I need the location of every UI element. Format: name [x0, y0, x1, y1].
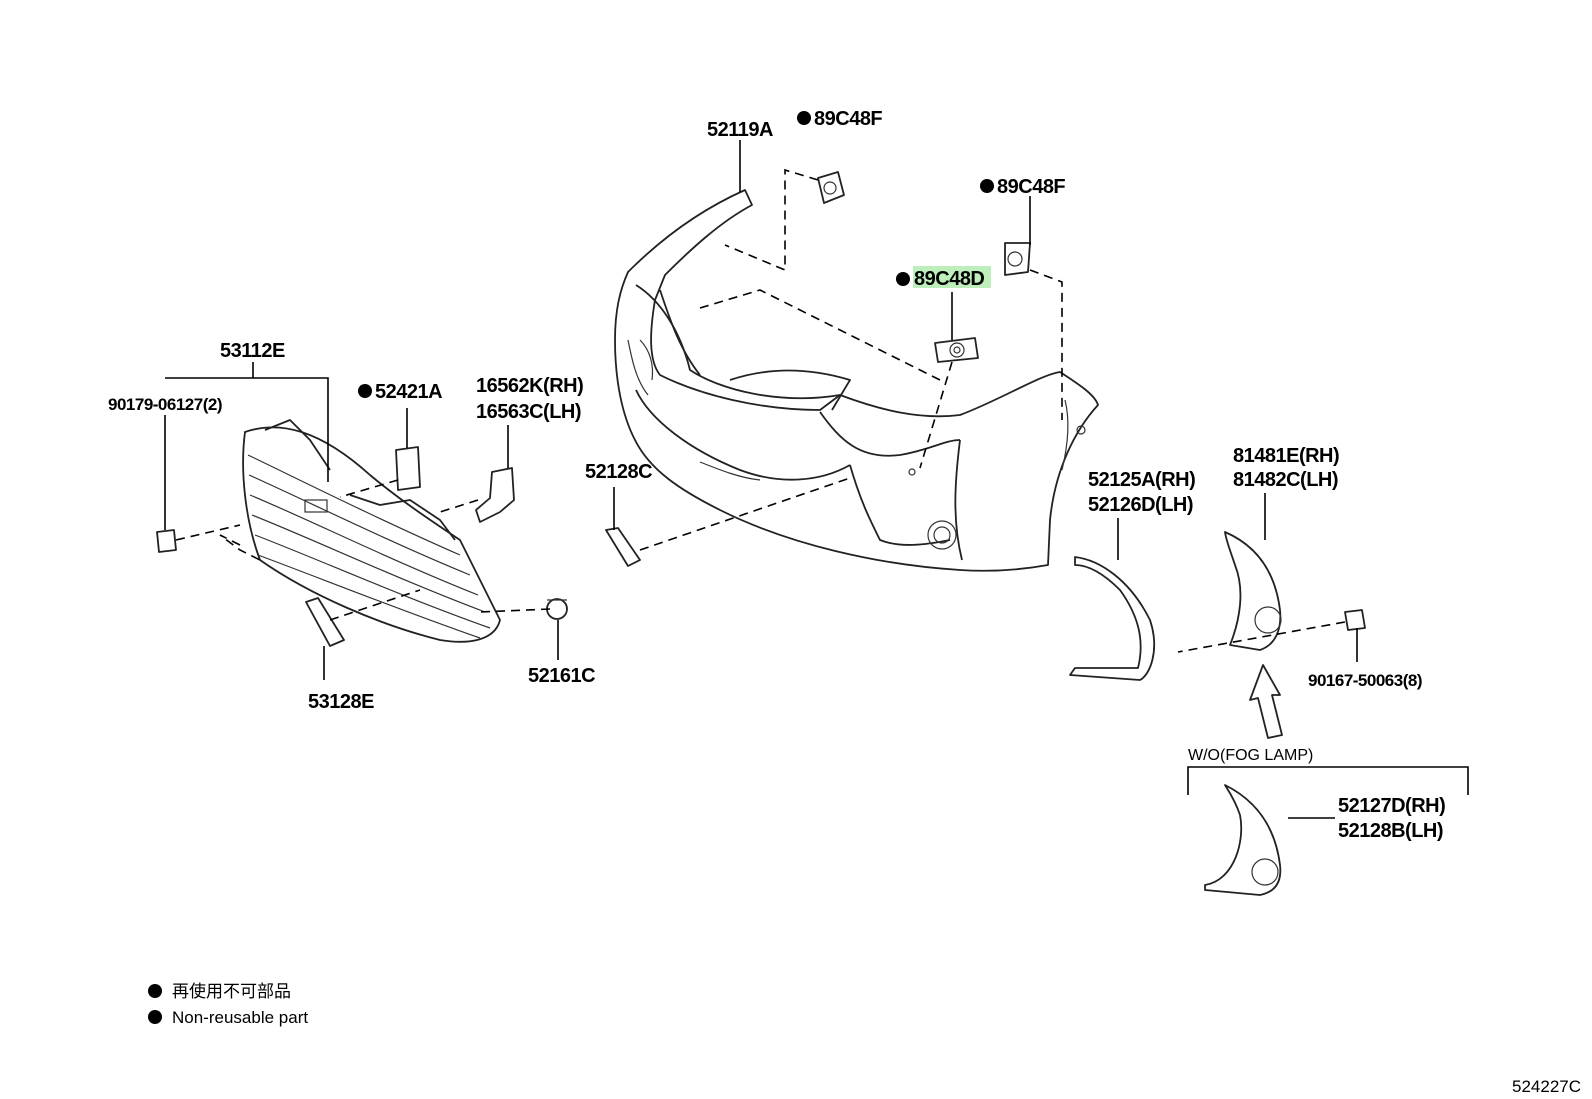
non-reusable-bullet-icon: [980, 179, 994, 193]
non-reusable-bullet-icon: [896, 272, 910, 286]
label-52127D[interactable]: 52127D(RH): [1338, 795, 1446, 817]
bumper-cover-drawing: [614, 189, 1099, 572]
small-parts-drawings: [156, 171, 1366, 896]
label-81482C[interactable]: 81482C(LH): [1233, 469, 1339, 491]
label-89C48F-top[interactable]: 89C48F: [814, 108, 883, 130]
non-reusable-bullet-icon: [148, 1010, 162, 1024]
label-52125A[interactable]: 52125A(RH): [1088, 469, 1196, 491]
label-90167-50063[interactable]: 90167-50063(8): [1308, 671, 1422, 690]
radiator-grille-drawing: [242, 419, 501, 643]
label-52126D[interactable]: 52126D(LH): [1088, 494, 1194, 516]
label-52421A[interactable]: 52421A: [375, 381, 443, 403]
non-reusable-bullet-icon: [797, 111, 811, 125]
label-wo-fog-lamp: W/O(FOG LAMP): [1188, 747, 1313, 764]
label-90179-06127[interactable]: 90179-06127(2): [108, 395, 222, 414]
diagram-code: 524227C: [1512, 1077, 1581, 1096]
label-52128C[interactable]: 52128C: [585, 461, 653, 483]
label-89C48F-right[interactable]: 89C48F: [997, 176, 1066, 198]
leader-lines: [164, 140, 1469, 819]
label-52128B[interactable]: 52128B(LH): [1338, 820, 1444, 842]
non-reusable-bullet-icon: [358, 384, 372, 398]
label-53112E[interactable]: 53112E: [220, 340, 286, 362]
legend: 再使用不可部品 Non-reusable part: [148, 981, 308, 1027]
legend-japanese: 再使用不可部品: [172, 981, 291, 1002]
highlight-marker: [913, 266, 991, 288]
label-89C48D[interactable]: 89C48D: [914, 268, 985, 290]
legend-english: Non-reusable part: [172, 1008, 308, 1027]
non-reusable-bullet-icon: [148, 984, 162, 998]
label-81481E[interactable]: 81481E(RH): [1233, 445, 1340, 467]
label-16562K[interactable]: 16562K(RH): [476, 375, 584, 397]
label-52119A[interactable]: 52119A: [707, 119, 774, 141]
part-labels: 52119A 89C48F 89C48F 89C48D 53112E 90179…: [108, 108, 1446, 842]
label-52161C[interactable]: 52161C: [528, 665, 596, 687]
label-53128E[interactable]: 53128E: [308, 691, 375, 713]
label-16563C[interactable]: 16563C(LH): [476, 401, 582, 423]
